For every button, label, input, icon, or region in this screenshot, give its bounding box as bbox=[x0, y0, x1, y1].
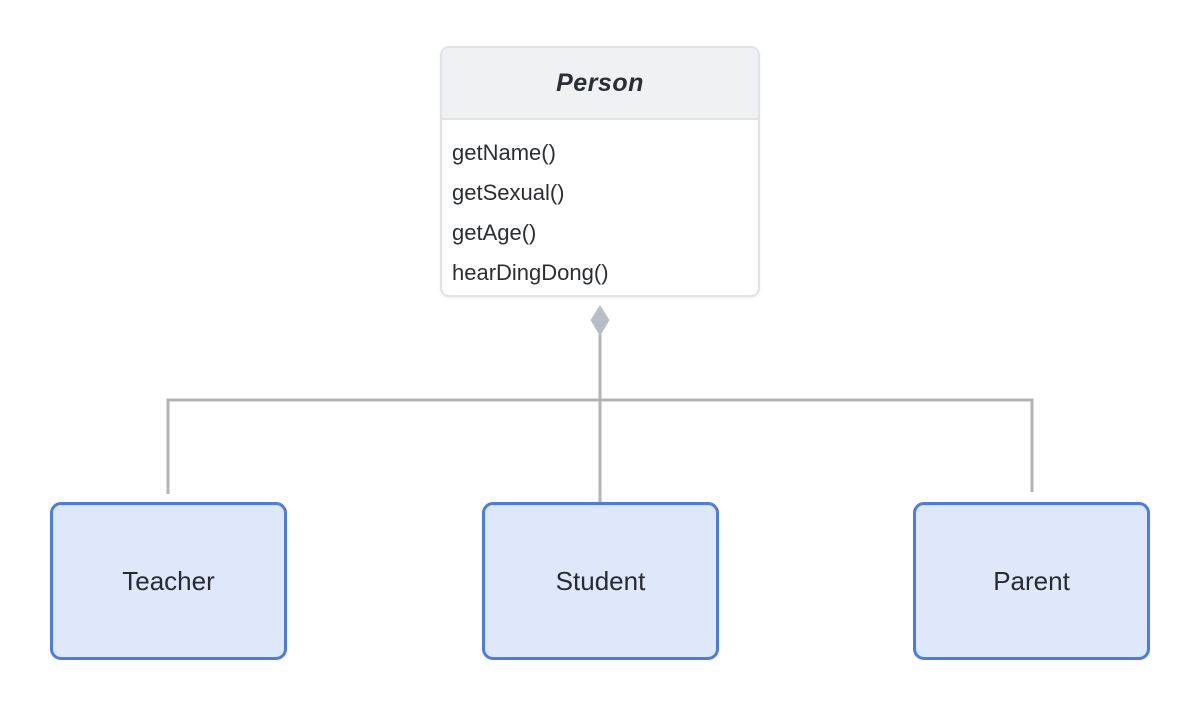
method-item-getsexual: getSexual() bbox=[452, 180, 565, 205]
class-node-student-label: Student bbox=[555, 565, 646, 596]
method-item-getage: getAge() bbox=[452, 220, 537, 245]
method-list: getName() getSexual() getAge() hearDingD… bbox=[442, 120, 758, 293]
method-item-heardingdong: hearDingDong() bbox=[452, 260, 609, 285]
class-node-person[interactable]: Person getName() getSexual() getAge() he… bbox=[440, 46, 760, 297]
aggregation-diamond-icon bbox=[590, 305, 610, 336]
class-node-parent[interactable]: Parent bbox=[913, 502, 1150, 660]
class-node-student[interactable]: Student bbox=[482, 502, 719, 660]
class-node-teacher-label: Teacher bbox=[122, 565, 215, 596]
class-node-parent-label: Parent bbox=[993, 565, 1070, 596]
class-node-person-title: Person bbox=[442, 48, 758, 120]
method-item-getname: getName() bbox=[452, 140, 556, 165]
class-node-teacher[interactable]: Teacher bbox=[50, 502, 287, 660]
